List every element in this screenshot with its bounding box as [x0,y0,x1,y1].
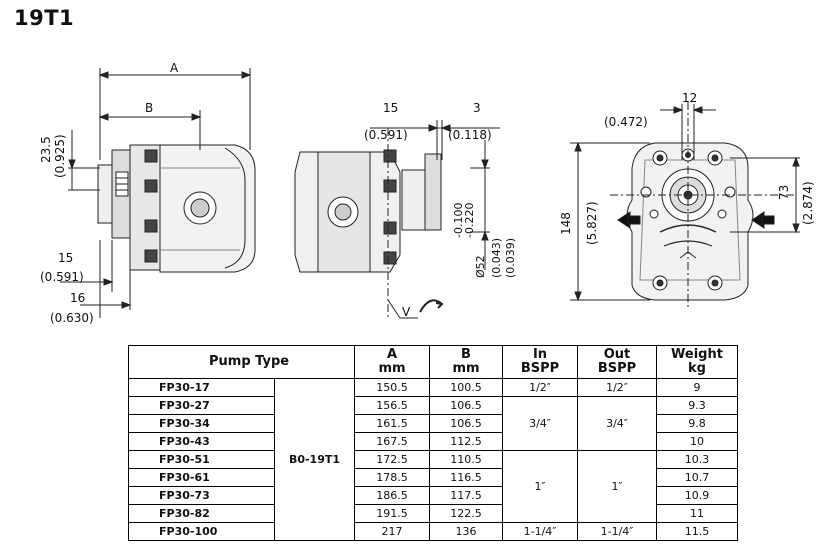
weight-cell: 9 [656,378,738,397]
table-row: FP30-61 178.5 116.5 10.7 [128,468,738,487]
dim-148-label: 148 [559,212,573,235]
page-title: 19T1 [14,6,75,30]
model-cell: FP30-17 [128,378,275,397]
model-cell: FP30-61 [128,468,275,487]
dia-in2-label: (0.039) [504,238,517,278]
model-cell: FP30-51 [128,450,275,469]
center-view [294,120,500,319]
dim-b-label: B [145,101,153,115]
weight-cell: 10.9 [656,486,738,505]
a-cell: 167.5 [354,432,430,451]
dim-12-label: 12 [682,91,697,105]
dim-3-label: 3 [473,101,481,115]
dim-23-5-label: 23.5 [39,136,53,163]
tol-upper-label: -0.100 [452,203,465,238]
weight-cell: 10.3 [656,450,738,469]
b-cell: 136 [429,522,503,541]
a-cell: 186.5 [354,486,430,505]
dim-2-874-label: (2.874) [801,181,815,225]
dia-in1-label: (0.043) [490,238,503,278]
table-row: FP30-100 217 136 1-1/4″ 1-1/4″ 11.5 [128,522,738,541]
b-cell: 106.5 [429,414,503,433]
weight-cell: 10.7 [656,468,738,487]
a-cell: 172.5 [354,450,430,469]
out-cell: 3/4″ [577,396,657,451]
table-row: FP30-34 161.5 106.5 9.8 [128,414,738,433]
table-row: FP30-73 186.5 117.5 10.9 [128,486,738,505]
rotation-label: V [402,305,411,319]
rotation-arrow-icon [419,299,444,313]
weight-cell: 10 [656,432,738,451]
tol-lower-label: -0.220 [463,203,476,238]
a-cell: 150.5 [354,378,430,397]
a-cell: 161.5 [354,414,430,433]
weight-cell: 9.3 [656,396,738,415]
a-cell: 191.5 [354,504,430,523]
model-cell: FP30-34 [128,414,275,433]
in-cell: 3/4″ [502,396,578,451]
a-cell: 178.5 [354,468,430,487]
front-view [570,102,800,310]
in-cell: 1/2″ [502,378,578,397]
side-view [60,68,256,318]
table-row: FP30-27 156.5 106.5 3/4″ 3/4″ 9.3 [128,396,738,451]
b-cell: 100.5 [429,378,503,397]
table-row: FP30-17 B0-19T1 150.5 100.5 1/2″ 1/2″ 9 [128,378,738,541]
dim-0-591-label-center: (0.591) [364,128,408,142]
out-cell: 1/2″ [577,378,657,397]
dim-15-label: 15 [58,251,73,265]
dim-5-827-label: (5.827) [585,201,599,245]
table-row: FP30-43 167.5 112.5 10 [128,432,738,451]
b-cell: 106.5 [429,396,503,415]
b-cell: 110.5 [429,450,503,469]
dim-15-label-center: 15 [383,101,398,115]
dim-16-label: 16 [70,291,85,305]
model-cell: FP30-82 [128,504,275,523]
out-cell: 1″ [577,450,657,523]
header-pump-type: Pump Type [128,345,355,379]
b-cell: 117.5 [429,486,503,505]
dim-0-630-label: (0.630) [50,311,94,325]
weight-cell: 9.8 [656,414,738,433]
a-cell: 217 [354,522,430,541]
b-cell: 116.5 [429,468,503,487]
model-cell: FP30-27 [128,396,275,415]
b-cell: 122.5 [429,504,503,523]
in-cell: 1″ [502,450,578,523]
dim-0-472-label: (0.472) [604,115,648,129]
dia-label: Ø52 [474,255,487,278]
model-cell: FP30-43 [128,432,275,451]
table-row: FP30-51 172.5 110.5 1″ 1″ 10.3 [128,450,738,523]
model-cell: FP30-100 [128,522,275,541]
weight-cell: 11.5 [656,522,738,541]
out-cell: 1-1/4″ [577,522,657,541]
dim-0-118-label: (0.118) [448,128,492,142]
in-cell: 1-1/4″ [502,522,578,541]
series-cell: B0-19T1 [274,378,355,541]
a-cell: 156.5 [354,396,430,415]
technical-drawing: A B 23.5 (0.925) 15 (0.591) 16 (0.630) [39,61,815,325]
dim-a-label: A [170,61,179,75]
dim-0-591-label: (0.591) [40,270,84,284]
b-cell: 112.5 [429,432,503,451]
dim-0-925-label: (0.925) [53,134,67,178]
dim-73-label: 73 [777,185,791,200]
weight-cell: 11 [656,504,738,523]
model-cell: FP30-73 [128,486,275,505]
